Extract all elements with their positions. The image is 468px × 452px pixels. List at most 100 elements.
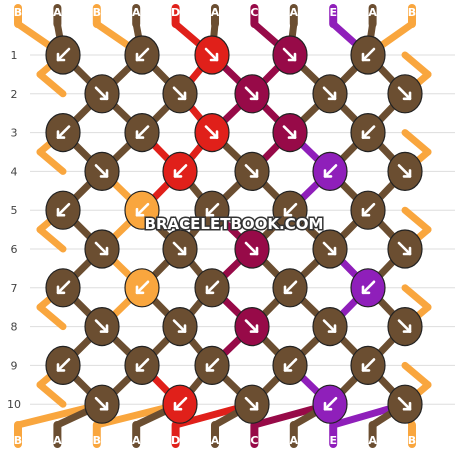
bottom-strand-label: E — [329, 434, 337, 447]
knot — [350, 190, 386, 230]
knot — [84, 307, 120, 347]
arrow-down-right-icon — [244, 164, 259, 178]
knot — [234, 151, 270, 191]
arrow-down-right-icon — [94, 86, 109, 101]
arrow-down-right-icon — [322, 241, 337, 256]
watermark: BRACELETBOOK.COM — [145, 215, 324, 233]
arrow-down-right-icon — [172, 319, 187, 333]
knot — [194, 190, 230, 230]
row-label: 5 — [11, 204, 18, 217]
knot — [162, 307, 198, 347]
arrow-down-right-icon — [322, 86, 337, 101]
bottom-strand-label: A — [132, 434, 141, 447]
arrow-down-left-icon — [361, 280, 376, 295]
arrow-down-left-icon — [361, 47, 376, 62]
knot — [234, 74, 270, 114]
arrow-down-right-icon — [204, 47, 219, 62]
knot — [194, 113, 230, 153]
knot — [194, 345, 230, 385]
knot — [162, 151, 198, 191]
knot — [350, 268, 386, 308]
arrow-down-left-icon — [205, 280, 220, 295]
knot — [45, 35, 81, 75]
row-label: 9 — [11, 359, 18, 372]
bottom-strand-label: D — [171, 434, 180, 447]
thread-segment — [36, 381, 67, 408]
arrow-down-right-icon — [94, 319, 109, 333]
arrow-down-left-icon — [205, 202, 220, 217]
bottom-strand-label: B — [14, 434, 22, 447]
arrow-down-left-icon — [323, 396, 338, 411]
arrow-down-left-icon — [135, 47, 150, 62]
knot — [124, 190, 160, 230]
row-label: 6 — [11, 243, 18, 256]
arrow-down-left-icon — [135, 280, 150, 295]
arrow-down-right-icon — [244, 319, 259, 333]
knot — [387, 151, 423, 191]
knot — [350, 35, 386, 75]
bottom-strand-label: A — [368, 434, 377, 447]
arrow-down-left-icon — [173, 164, 188, 178]
arrow-down-right-icon — [244, 241, 259, 256]
arrow-down-left-icon — [56, 47, 71, 62]
knot — [350, 345, 386, 385]
arrow-down-left-icon — [361, 202, 376, 217]
knot — [84, 74, 120, 114]
thread-segment — [36, 70, 67, 98]
knot — [387, 307, 423, 347]
thread-segment — [401, 129, 432, 156]
knot — [272, 35, 308, 75]
knot — [312, 384, 348, 424]
top-strand-label: B — [93, 6, 101, 19]
arrow-down-left-icon — [135, 125, 150, 139]
knot — [45, 345, 81, 385]
row-label: 10 — [7, 398, 21, 411]
knot — [387, 384, 423, 424]
knot — [124, 268, 160, 308]
knot — [45, 113, 81, 153]
arrow-down-left-icon — [56, 125, 71, 139]
knot — [272, 345, 308, 385]
bottom-strand-label: A — [290, 434, 299, 447]
arrow-down-left-icon — [283, 202, 298, 217]
knot — [387, 74, 423, 114]
thread-segment — [36, 148, 67, 175]
arrow-down-right-icon — [282, 47, 297, 62]
row-label: 8 — [11, 321, 18, 334]
knot — [234, 229, 270, 269]
arrow-down-right-icon — [282, 125, 297, 139]
arrow-down-right-icon — [397, 164, 412, 178]
top-strand-label: B — [408, 6, 416, 19]
row-label: 7 — [11, 282, 18, 295]
knot — [124, 35, 160, 75]
bottom-strand-label: B — [93, 434, 101, 447]
thread-segment — [36, 226, 67, 253]
arrow-down-left-icon — [283, 280, 298, 295]
knot — [272, 190, 308, 230]
thread-segment — [36, 303, 67, 331]
arrow-down-left-icon — [323, 164, 338, 178]
knot — [312, 74, 348, 114]
arrow-down-left-icon — [361, 125, 376, 139]
knot — [84, 384, 120, 424]
row-label: 2 — [11, 88, 18, 101]
knot — [387, 229, 423, 269]
bottom-strand-label: C — [250, 434, 258, 447]
top-strand-label: B — [14, 6, 22, 19]
arrow-down-left-icon — [173, 396, 188, 411]
arrow-down-left-icon — [56, 202, 71, 217]
arrow-down-right-icon — [322, 319, 337, 333]
arrow-down-left-icon — [361, 358, 376, 372]
row-label: 4 — [11, 165, 18, 178]
arrow-down-right-icon — [397, 319, 412, 333]
knot — [124, 345, 160, 385]
knot-grid — [45, 35, 423, 424]
knot — [162, 384, 198, 424]
knot — [194, 35, 230, 75]
knot — [312, 229, 348, 269]
bottom-strand-label: A — [211, 434, 220, 447]
knot — [234, 307, 270, 347]
knot — [312, 151, 348, 191]
top-strand-label: D — [171, 6, 180, 19]
